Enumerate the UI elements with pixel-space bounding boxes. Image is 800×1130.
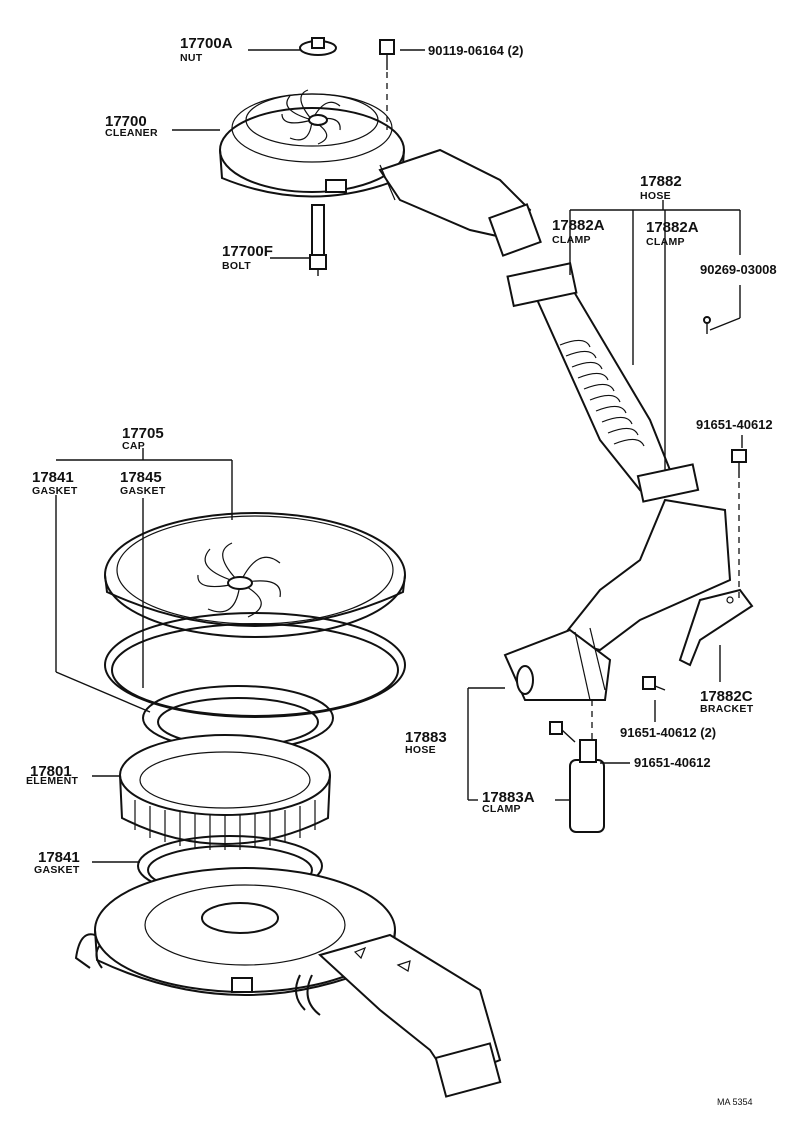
gasket1-part-name: GASKET [32, 485, 78, 497]
wing-nut-top [299, 37, 337, 56]
bracket-part-number: 17882C [700, 688, 753, 705]
clamp2-part-number: 17883A [482, 789, 535, 806]
bolt-top [379, 39, 395, 130]
gasket2-part-number: 17845 [120, 469, 162, 486]
cap-part-name: CAP [122, 440, 146, 452]
cap-17705 [104, 512, 406, 638]
air-cleaner-assembly [219, 89, 542, 257]
clamp-a2-part-number: 17882A [646, 219, 699, 236]
screw-ref: 90269-03008 [700, 262, 777, 277]
clamp2-part-name: CLAMP [482, 803, 521, 815]
clip-right [295, 974, 321, 1016]
bolt-right-ref: 91651-40612 [696, 417, 773, 432]
bracket-part-name: BRACKET [700, 703, 754, 715]
hose2-part-name: HOSE [405, 744, 436, 756]
diagram-code: MA 5354 [717, 1097, 753, 1107]
leader-lines [55, 49, 743, 863]
nut-part-name: NUT [180, 52, 203, 64]
element-17801 [119, 734, 331, 850]
bolt-part-name: BOLT [222, 260, 251, 272]
clamp-a1-part-number: 17882A [552, 217, 605, 234]
gasket-17841-upper [104, 612, 406, 718]
clip-left [74, 933, 103, 969]
gasket3-part-name: GASKET [34, 864, 80, 876]
bolt2-ref: 91651-40612 (2) [620, 725, 717, 740]
cleaner-body-lower [74, 867, 502, 1098]
hose2-part-number: 17883 [405, 729, 447, 746]
clamp-17883A [549, 700, 605, 833]
bolt-91651-right [731, 449, 747, 598]
bolt-top-ref: 90119-06164 (2) [428, 43, 524, 58]
gasket1-part-number: 17841 [32, 469, 74, 486]
clamp-a1-part-name: CLAMP [552, 234, 591, 246]
bolt-17700F [309, 204, 327, 276]
bracket-17882C [678, 588, 754, 667]
clamp-a2-part-name: CLAMP [646, 236, 685, 248]
gasket2-part-name: GASKET [120, 485, 166, 497]
element-part-name: ELEMENT [26, 775, 79, 787]
nut-part-number: 17700A [180, 35, 233, 52]
hose-part-name: HOSE [640, 190, 671, 202]
cleaner-part-name: CLEANER [105, 127, 158, 139]
bolt-91651-left [642, 676, 666, 691]
cleaner-part-number: 17700 [105, 113, 147, 130]
hose-17883 [503, 498, 732, 701]
element-part-number: 17801 [30, 763, 72, 780]
cap-part-number: 17705 [122, 425, 164, 442]
bolt-part-number: 17700F [222, 243, 273, 260]
bolt3-ref: 91651-40612 [634, 755, 711, 770]
hose-17882 [506, 262, 711, 503]
hose-part-number: 17882 [640, 173, 682, 190]
gasket3-part-number: 17841 [38, 849, 80, 866]
